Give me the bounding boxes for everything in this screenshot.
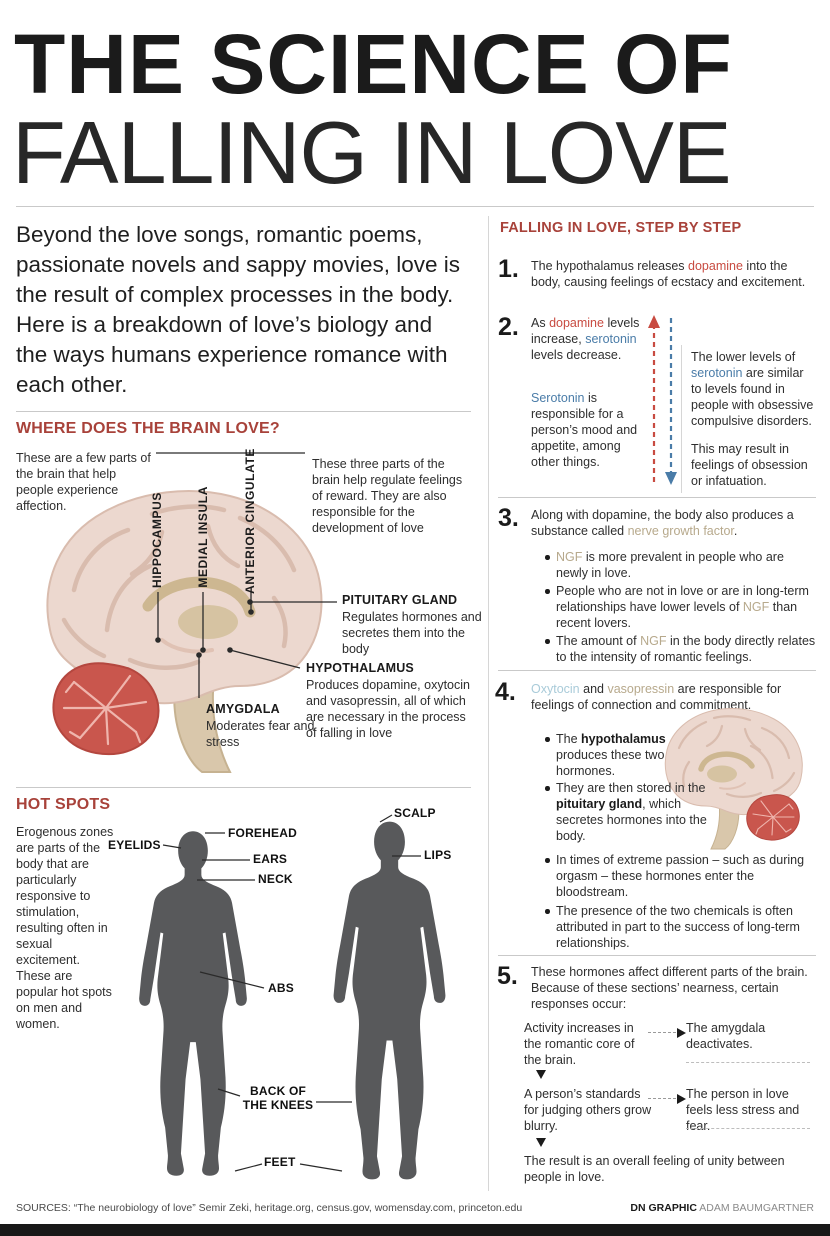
pituitary-desc: Regulates hormones and secretes them int… [342, 610, 482, 656]
step1-text: The hypothalamus releases dopamine into … [531, 259, 806, 289]
section-divider [16, 787, 471, 788]
step2-main: As dopamine levels increase, serotonin l… [531, 316, 640, 362]
step2-side-note-1: The lower levels of serotonin are simila… [691, 350, 814, 428]
credit-bold: DN GRAPHIC [630, 1202, 697, 1214]
hotspot-ears: EARS [253, 852, 288, 866]
amygdala-desc: Moderates fear and stress [206, 719, 315, 749]
right-arrow-icon [648, 1093, 686, 1104]
hotspot-feet: FEET [264, 1155, 296, 1169]
step4-bullet-1: The hypothalamus produces these two horm… [545, 731, 708, 779]
amygdala-label: AMYGDALA [206, 702, 280, 716]
down-arrow-icon [536, 1070, 546, 1079]
flow-dash-divider [686, 1128, 810, 1129]
hotspot-forehead: FOREHEAD [228, 826, 297, 840]
section-divider [16, 411, 471, 412]
hotspots-heading: HOT SPOTS [16, 796, 111, 813]
step2-serotonin-note: Serotonin is responsible for a person’s … [531, 391, 638, 469]
step4-bullet-2: They are then stored in the pituitary gl… [545, 780, 718, 844]
flow-row1-left: Activity increases in the romantic core … [524, 1021, 635, 1067]
step-divider [498, 670, 816, 671]
page-subtitle: FALLING IN LOVE [12, 103, 732, 202]
credit-name: ADAM BAUMGARTNER [696, 1202, 814, 1214]
step-number-4: 4. [495, 678, 516, 706]
hotspot-abs: ABS [268, 981, 294, 995]
flow-row2-right: The person in love feels less stress and… [686, 1087, 800, 1133]
label-medial-insula: MEDIAL INSULA [196, 486, 210, 588]
dopamine-up-serotonin-down-arrows-icon [648, 315, 677, 485]
right-arrow-icon [648, 1027, 686, 1038]
brain-leader-lines [155, 452, 337, 698]
hypothalamus-label: HYPOTHALAMUS [306, 661, 414, 675]
step-divider [498, 497, 816, 498]
reward-note: These three parts of the brain help regu… [312, 457, 463, 535]
hypothalamus-desc: Produces dopamine, oxytocin and vasopres… [306, 678, 470, 740]
hotspot-eyelids: EYELIDS [108, 838, 161, 852]
label-hippocampus: HIPPOCAMPUS [150, 492, 164, 588]
bottom-bar [0, 1224, 830, 1236]
step2-side-note-2: This may result in feelings of obsession… [691, 442, 808, 488]
hotspot-lips: LIPS [424, 848, 452, 862]
step-divider [498, 955, 816, 956]
intro-paragraph: Beyond the love songs, romantic poems, p… [16, 222, 461, 397]
step-number-1: 1. [498, 255, 519, 283]
hotspot-neck: NECK [258, 872, 293, 886]
header-divider [16, 206, 814, 207]
brain-section-heading: WHERE DOES THE BRAIN LOVE? [16, 420, 280, 437]
step-number-2: 2. [498, 313, 519, 341]
hotspot-back-of-knees: BACK OF THE KNEES [242, 1084, 314, 1112]
flow-final: The result is an overall feeling of unit… [524, 1154, 785, 1184]
pituitary-label: PITUITARY GLAND [342, 593, 458, 607]
sources-line: SOURCES: “The neurobiology of love” Semi… [16, 1202, 523, 1214]
step4-main: Oxytocin and vasopressin are responsible… [531, 682, 782, 712]
label-anterior-cingulate: ANTERIOR CINGULATE [243, 448, 257, 594]
step-number-3: 3. [498, 504, 519, 532]
page-title: THE SCIENCE OF [14, 17, 733, 111]
flow-row2-left: A person’s standards for judging others … [524, 1087, 652, 1133]
step2-side-divider [681, 345, 682, 493]
step3-bullet-2: People who are not in love or are in lon… [545, 583, 818, 631]
hotspot-leader-lines [162, 814, 421, 1172]
flow-dash-divider [686, 1062, 810, 1063]
down-arrow-icon [536, 1138, 546, 1147]
steps-heading: FALLING IN LOVE, STEP BY STEP [500, 220, 742, 236]
hotspot-scalp: SCALP [394, 806, 436, 820]
hotspots-intro: Erogenous zones are parts of the body th… [16, 825, 114, 1031]
step4-bullet-3: In times of extreme passion – such as du… [545, 852, 824, 900]
step4-bullet-4: The presence of the two chemicals is oft… [545, 903, 824, 951]
step5-main: These hormones affect different parts of… [531, 965, 808, 1011]
brain-section-intro: These are a few parts of the brain that … [16, 451, 151, 513]
column-divider [488, 216, 489, 1191]
credit-line: DN GRAPHIC ADAM BAUMGARTNER [534, 1202, 814, 1214]
step3-main: Along with dopamine, the body also produ… [531, 508, 794, 538]
step3-bullet-3: The amount of NGF in the body directly r… [545, 633, 818, 665]
step3-bullet-1: NGF is more prevalent in people who are … [545, 549, 818, 581]
step-number-5: 5. [497, 962, 518, 990]
flow-row1-right: The amygdala deactivates. [686, 1021, 766, 1051]
